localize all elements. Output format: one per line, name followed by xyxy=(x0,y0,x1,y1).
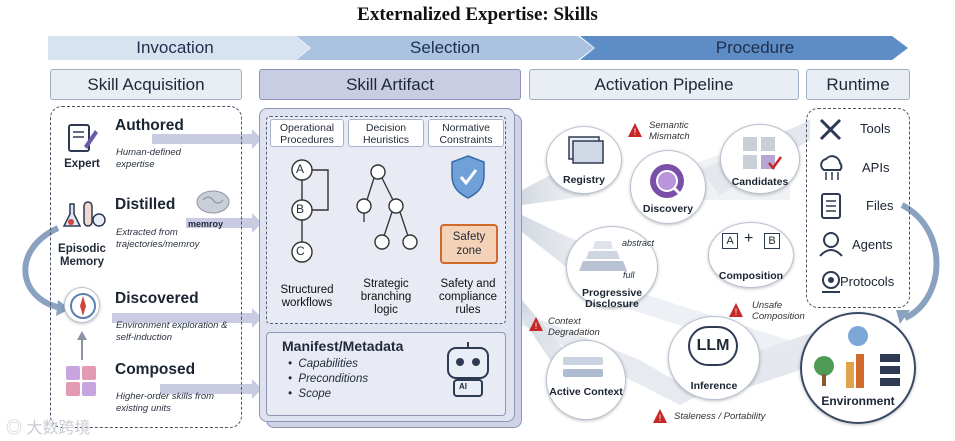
active-context-node xyxy=(546,340,626,420)
runtime-item-protocols: Protocols xyxy=(840,274,894,289)
manifest-item: • Scope xyxy=(288,387,368,402)
manifest-item: • Capabilities xyxy=(288,357,368,372)
distilled-title: Distilled xyxy=(115,196,175,214)
svg-text:!: ! xyxy=(659,413,662,423)
column-header-decision: Decision Heuristics xyxy=(348,119,424,147)
column-header-operational: Operational Procedures xyxy=(270,119,344,147)
warning-icon: ! xyxy=(627,122,643,138)
discovery-label: Discovery xyxy=(630,203,706,215)
phase-selection-label: Selection xyxy=(360,38,530,58)
warning-icon: ! xyxy=(728,302,744,318)
diagram-title: Externalized Expertise: Skills xyxy=(0,4,955,26)
environment-label: Environment xyxy=(800,394,916,408)
inference-label: Inference xyxy=(668,380,760,392)
authored-desc: Human-defined expertise xyxy=(116,147,196,171)
runtime-item-files: Files xyxy=(866,198,893,213)
header-activation-pipeline: Activation Pipeline xyxy=(529,69,799,100)
phase-invocation-label: Invocation xyxy=(90,38,260,58)
warning-context-degradation: Context Degradation xyxy=(548,316,608,338)
phase-procedure-label: Procedure xyxy=(670,38,840,58)
warning-icon: ! xyxy=(528,316,544,332)
expert-icon xyxy=(62,120,100,156)
files-icon xyxy=(818,192,844,220)
episodic-memory-label: Episodic Memory xyxy=(52,243,112,269)
flow-node-c: C xyxy=(296,244,305,258)
header-skill-artifact: Skill Artifact xyxy=(259,69,521,100)
context-bars-icon xyxy=(547,341,627,421)
runtime-item-tools: Tools xyxy=(860,121,890,136)
composed-desc: Higher-order skills from existing units xyxy=(116,391,226,415)
runtime-item-apis: APIs xyxy=(862,160,889,175)
column-header-normative: Normative Constraints xyxy=(428,119,504,147)
watermark-icon: ◎ xyxy=(6,420,22,437)
flow-node-b: B xyxy=(296,202,304,216)
column-label-operational: Structured workflows xyxy=(270,284,344,310)
safety-zone-badge: Safety zone xyxy=(440,224,498,264)
episodic-memory-icon xyxy=(62,196,106,232)
robot-tag: AI xyxy=(459,382,467,391)
discovered-title: Discovered xyxy=(115,290,199,308)
workflow-diagram xyxy=(280,150,340,270)
decision-tree-diagram xyxy=(352,162,422,256)
composition-a: A xyxy=(722,233,738,249)
header-runtime: Runtime xyxy=(806,69,910,100)
shield-icon xyxy=(448,154,488,200)
expert-label: Expert xyxy=(58,158,106,170)
composition-label: Composition xyxy=(708,270,794,282)
memroy-label: memroy xyxy=(188,219,223,229)
svg-text:!: ! xyxy=(735,307,738,317)
manifest-title: Manifest/Metadata xyxy=(282,338,403,354)
compass-icon xyxy=(64,287,100,323)
composition-b: B xyxy=(764,233,780,249)
puzzle-icon xyxy=(62,362,100,400)
robot-icon xyxy=(440,340,496,400)
progressive-label: Progressive Disclosure xyxy=(566,288,658,310)
manifest-item: • Preconditions xyxy=(288,372,368,387)
active-context-label: Active Context xyxy=(546,386,626,398)
apis-icon xyxy=(816,154,846,182)
agents-icon xyxy=(816,230,846,258)
full-label: full xyxy=(623,270,635,280)
tools-icon xyxy=(816,116,846,144)
composition-plus: + xyxy=(744,230,753,248)
warning-semantic-mismatch: Semantic Mismatch xyxy=(649,120,699,142)
warning-staleness: Staleness / Portability xyxy=(674,411,765,422)
column-label-decision: Strategic branching logic xyxy=(348,278,424,317)
registry-label: Registry xyxy=(546,174,622,186)
distilled-desc: Extracted from trajectories/memroy xyxy=(116,227,234,251)
manifest-list: • Capabilities • Preconditions • Scope xyxy=(288,357,368,402)
discovered-desc: Environment exploration & self-induction xyxy=(116,320,234,344)
watermark: ◎ 大数跨境 xyxy=(6,414,90,438)
composed-title: Composed xyxy=(115,361,195,379)
runtime-item-agents: Agents xyxy=(852,237,892,252)
abstract-label: abstract xyxy=(622,238,654,248)
svg-text:!: ! xyxy=(634,127,637,137)
header-skill-acquisition: Skill Acquisition xyxy=(50,69,242,100)
column-label-normative: Safety and compliance rules xyxy=(430,278,506,317)
authored-title: Authored xyxy=(115,117,184,135)
llm-bubble: LLM xyxy=(688,326,738,366)
flow-node-a: A xyxy=(296,162,304,176)
warning-icon: ! xyxy=(652,408,668,424)
svg-text:!: ! xyxy=(535,321,538,331)
watermark-text: 大数跨境 xyxy=(26,420,90,437)
candidates-label: Candidates xyxy=(720,176,800,188)
brain-icon xyxy=(193,188,233,218)
